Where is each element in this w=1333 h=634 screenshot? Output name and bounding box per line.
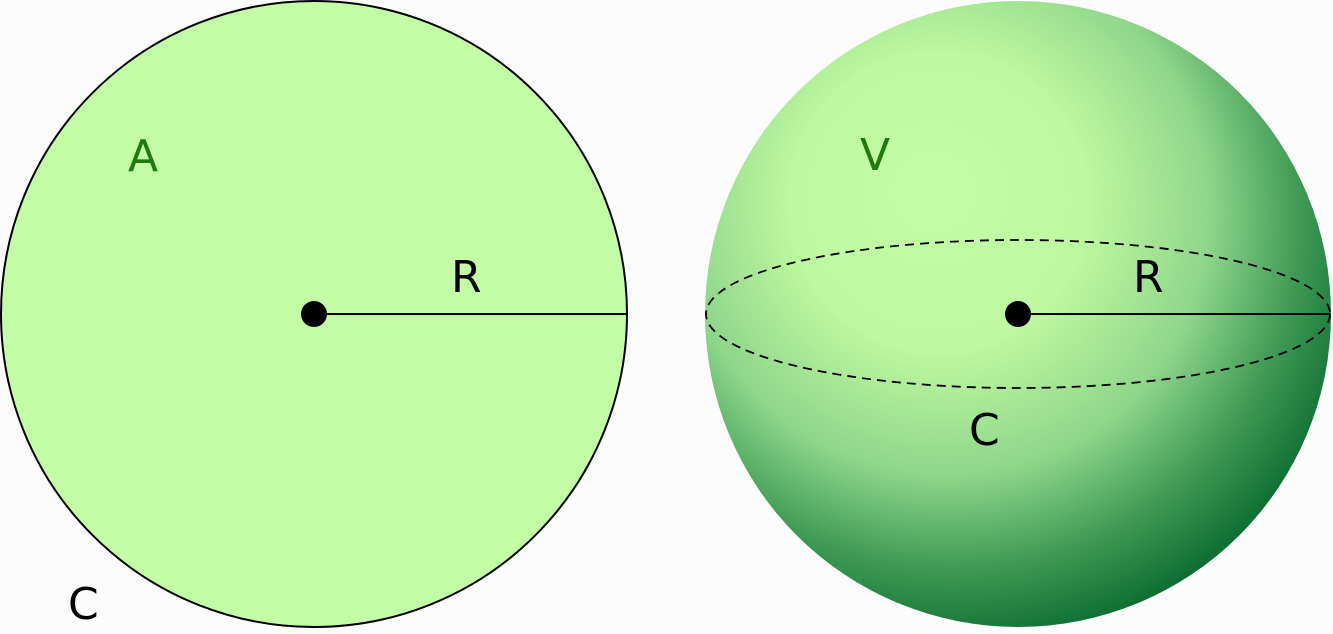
- circle-figure: A R C: [0, 0, 628, 630]
- circle-circumference-label: C: [68, 579, 99, 630]
- sphere-radius-label: R: [1133, 252, 1164, 303]
- circle-radius-label: R: [451, 252, 482, 303]
- circle-center-point: [301, 301, 327, 327]
- sphere-circumference-label: C: [969, 405, 1000, 456]
- sphere-volume-label: V: [860, 130, 890, 181]
- circle-area-label: A: [128, 131, 158, 182]
- sphere-figure: V R C: [705, 1, 1331, 627]
- sphere-center-point: [1005, 301, 1031, 327]
